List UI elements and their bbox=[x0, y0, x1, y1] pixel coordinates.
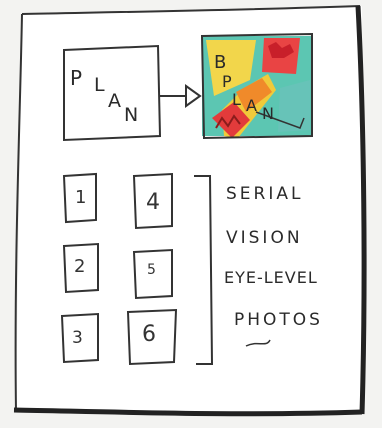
bplan-letter-1: B bbox=[214, 52, 229, 73]
photo-number-4: 4 bbox=[146, 190, 160, 215]
photo-number-5: 5 bbox=[147, 262, 156, 278]
bplan-letter-5: N bbox=[262, 104, 277, 123]
caption-line-2: VISION bbox=[226, 228, 303, 248]
caption-line-4: PHOTOS bbox=[234, 310, 323, 330]
caption-line-3: EYE-LEVEL bbox=[224, 268, 318, 287]
plan-letter-3: A bbox=[108, 90, 124, 112]
bplan-letter-3: L bbox=[232, 90, 244, 109]
plan-letter-1: P bbox=[70, 66, 85, 90]
plan-letter-4: N bbox=[124, 104, 141, 126]
photo-number-6: 6 bbox=[142, 322, 156, 347]
bplan-letter-2: P bbox=[222, 72, 235, 91]
photo-number-1: 1 bbox=[75, 187, 86, 208]
photo-number-2: 2 bbox=[74, 256, 85, 277]
bplan-box bbox=[202, 34, 312, 138]
bplan-letter-4: A bbox=[246, 96, 260, 115]
photo-number-3: 3 bbox=[72, 328, 83, 348]
caption-line-1: SERIAL bbox=[226, 184, 303, 204]
plan-letter-2: L bbox=[94, 74, 108, 96]
